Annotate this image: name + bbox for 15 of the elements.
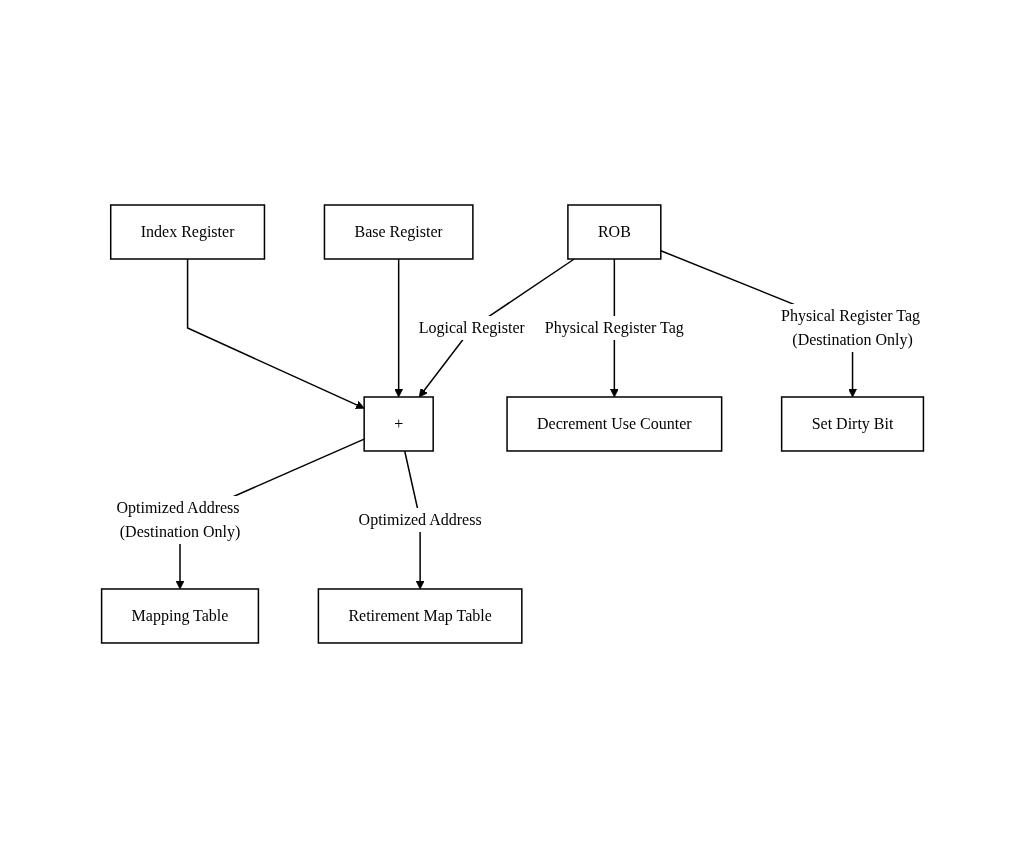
node-box: + bbox=[363, 396, 434, 452]
edge-label: Optimized Address (Destination Only) bbox=[116, 498, 240, 540]
node-box: ROB bbox=[566, 204, 662, 260]
arrow bbox=[394, 258, 403, 398]
node-box: Index Register bbox=[109, 204, 265, 260]
node-box: Set Dirty Bit bbox=[780, 396, 924, 452]
edge-label: Optimized Address bbox=[358, 510, 482, 528]
edge-label: Logical Register bbox=[418, 319, 525, 336]
node-box: Mapping Table bbox=[100, 588, 259, 644]
edge-label: Physical Register Tag bbox=[544, 319, 684, 336]
edge-label: Physical Register Tag (Destination Only) bbox=[780, 307, 920, 348]
node-box: Base Register bbox=[323, 204, 474, 260]
node-box: Decrement Use Counter bbox=[506, 396, 723, 452]
node-box: Retirement Map Table bbox=[317, 588, 523, 644]
arrow bbox=[418, 258, 575, 398]
